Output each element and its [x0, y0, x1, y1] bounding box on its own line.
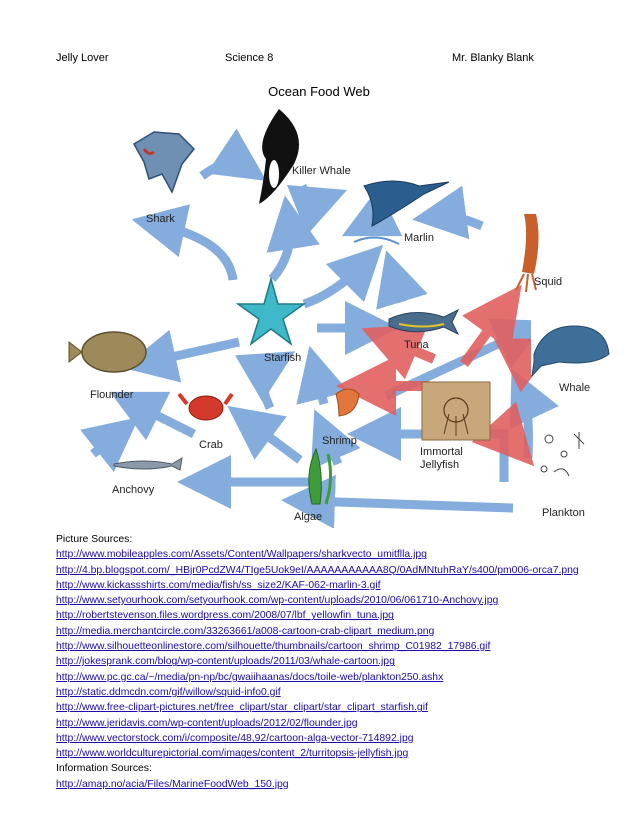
- arrow-anchovy-to-flounder: [80, 417, 140, 472]
- course-name: Science 8: [225, 52, 274, 64]
- shrimp-illustration: [335, 388, 360, 417]
- marlin-illustration: [353, 180, 450, 245]
- picture-source-link[interactable]: http://www.mobileapples.com/Assets/Conte…: [56, 549, 427, 561]
- label-crab: Crab: [199, 439, 223, 451]
- picture-sources-heading: Picture Sources:: [56, 534, 133, 545]
- picture-source-link[interactable]: http://www.silhouetteonlinestore.com/sil…: [56, 641, 491, 653]
- picture-source-link[interactable]: http://4.bp.blogspot.com/_HBjr0PcdZW4/TI…: [56, 564, 579, 576]
- label-anchovy: Anchovy: [112, 484, 155, 496]
- label-shark: Shark: [146, 213, 175, 225]
- picture-source-link[interactable]: http://www.kickassshirts.com/media/fish/…: [56, 579, 381, 591]
- label-plankton: Plankton: [542, 507, 585, 519]
- squid-illustration: [515, 214, 539, 293]
- label-jellyfish-line1: Immortal: [420, 446, 463, 458]
- label-squid: Squid: [534, 276, 562, 288]
- label-starfish: Starfish: [264, 352, 301, 364]
- starfish-illustration: [235, 276, 307, 347]
- page-title: Ocean Food Web: [268, 84, 370, 99]
- arrow-starfish-to-shark: [131, 204, 238, 281]
- arrow-algae-to-plankton: [281, 474, 514, 528]
- jellyfish-arrows: [336, 284, 561, 467]
- picture-source-link[interactable]: http://www.setyourhook.com/setyourhook.c…: [56, 595, 499, 607]
- arrow-marlin-to-killer-whale: [341, 187, 403, 237]
- plankton-illustration: [540, 432, 585, 477]
- picture-source-link[interactable]: http://www.free-clipart-pictures.net/fre…: [56, 702, 428, 714]
- arrow-crab-to-starfish: [235, 351, 296, 410]
- teacher-name: Mr. Blanky Blank: [452, 52, 534, 64]
- sources-section: Picture Sources: http://www.mobileapples…: [56, 532, 616, 792]
- arrow-tuna-to-marlin: [376, 250, 428, 310]
- arrow-crab-to-flounder: [109, 391, 197, 441]
- information-sources-heading: Information Sources:: [56, 763, 152, 775]
- anchovy-illustration: [113, 457, 183, 471]
- jellyfish-illustration: [421, 381, 491, 441]
- label-shrimp: Shrimp: [322, 435, 357, 447]
- arrow-jellyfish-to-tuna: [361, 324, 436, 380]
- arrow-jellyfish-to-whale: [493, 338, 561, 393]
- arrow-jellyfish-to-squid: [459, 284, 522, 367]
- algae-illustration: [308, 447, 333, 505]
- arrow-to-marlin: [286, 183, 348, 236]
- student-name: Jelly Lover: [56, 52, 109, 64]
- crab-illustration: [177, 392, 234, 421]
- arrow-algae-to-crab: [227, 405, 303, 464]
- picture-source-link[interactable]: http://www.pc.gc.ca/~/media/pn-np/bc/gwa…: [56, 671, 444, 683]
- picture-source-link[interactable]: http://media.merchantcircle.com/33263661…: [56, 625, 435, 637]
- arrow-squid-to-marlin: [412, 185, 484, 240]
- arrow-shark-to-killer-whale: [199, 128, 267, 181]
- picture-source-link[interactable]: http://www.worldculturepictorial.com/ima…: [56, 748, 409, 760]
- picture-source-link[interactable]: http://www.jeridavis.com/wp-content/uplo…: [56, 717, 358, 729]
- information-source-link[interactable]: http://amap.no/acia/Files/MarineFoodWeb_…: [56, 778, 289, 790]
- picture-source-link[interactable]: http://robertstevenson.files.wordpress.c…: [56, 610, 394, 622]
- picture-source-link[interactable]: http://static.ddmcdn.com/gif/willow/squi…: [56, 686, 281, 698]
- arrow-starfish-to-killer-whale: [266, 195, 320, 282]
- label-algae: Algae: [294, 511, 322, 523]
- label-whale: Whale: [559, 382, 590, 394]
- arrow-flounder-to-starfish: [122, 329, 240, 383]
- arrow-shrimp-to-starfish: [296, 345, 349, 406]
- label-killer-whale: Killer Whale: [292, 165, 351, 177]
- arrow-plankton-to-shrimp: [347, 407, 509, 482]
- label-tuna: Tuna: [404, 339, 430, 351]
- arrow-algae-to-shrimp: [310, 409, 361, 470]
- arrow-starfish-to-marlin: [302, 244, 384, 309]
- food-web-diagram: Shark Killer Whale Marlin Squid Starfish…: [68, 109, 613, 528]
- whale-illustration: [531, 319, 613, 378]
- picture-source-link[interactable]: http://www.vectorstock.com/i/composite/4…: [56, 732, 414, 744]
- label-marlin: Marlin: [404, 232, 434, 244]
- arrow-plankton-to-jellyfish: [471, 401, 535, 467]
- label-jellyfish-line2: Jellyfish: [420, 459, 459, 471]
- arrow-plankton-to-whale: [509, 368, 559, 459]
- flounder-illustration: [68, 331, 147, 373]
- shark-illustration: [132, 131, 196, 194]
- picture-source-link[interactable]: http://jokesprank.com/blog/wp-content/up…: [56, 656, 395, 668]
- killer-whale-illustration: [259, 109, 299, 204]
- tuna-illustration: [388, 308, 460, 336]
- label-flounder: Flounder: [90, 389, 134, 401]
